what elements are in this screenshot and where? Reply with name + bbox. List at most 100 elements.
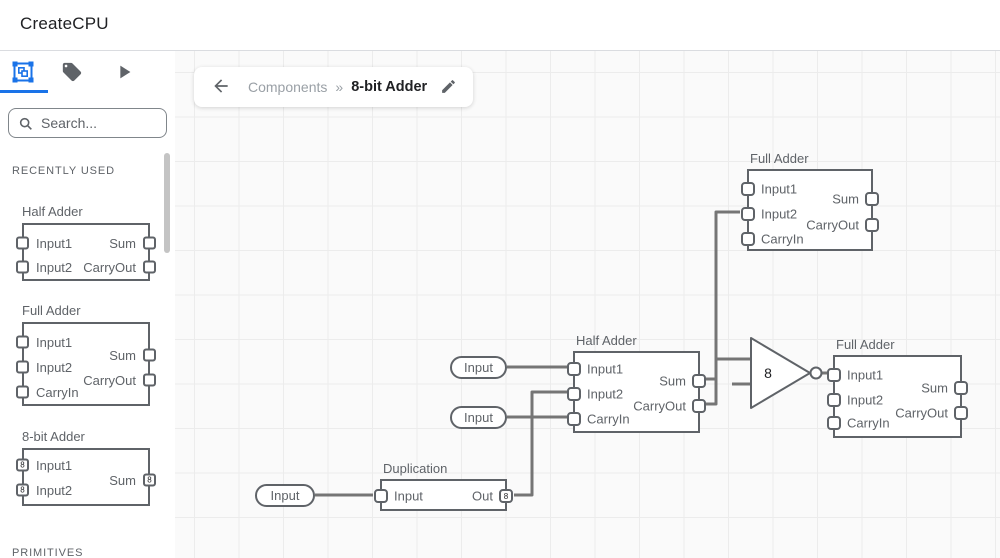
wire-duplication-to-input2[interactable] <box>514 390 568 497</box>
component-card-half-adder[interactable]: Half Adder Input1 Input2 Sum CarryOut <box>16 204 156 281</box>
port-label: Sum <box>109 235 136 251</box>
port-carryin[interactable]: CarryIn <box>741 232 804 247</box>
port-label: Input1 <box>36 235 73 251</box>
port-label: CarryOut <box>895 405 948 421</box>
component-card-full-adder[interactable]: Full Adder Input1 Input2 CarryIn Sum Car… <box>16 303 156 406</box>
app-title: CreateCPU <box>20 14 109 33</box>
port-label: Input <box>394 488 423 504</box>
port-sum[interactable]: Sum <box>921 381 968 396</box>
bus-width-badge: 8 <box>503 491 509 501</box>
port-carryin[interactable]: CarryIn <box>827 416 890 431</box>
gate-bus-width-label: 8 <box>764 365 772 381</box>
port-label: Input1 <box>587 361 624 377</box>
port-sum[interactable]: Sum <box>109 348 156 363</box>
port-input2[interactable]: 8 Input2 <box>16 483 72 498</box>
port-carryout[interactable]: CarryOut <box>895 406 968 421</box>
group-select-icon <box>12 61 36 83</box>
port-sum[interactable]: Sum <box>832 192 879 207</box>
port-sum[interactable]: Sum <box>659 374 706 389</box>
card-box: Input1 Input2 CarryIn Sum CarryOut <box>16 322 156 406</box>
bus-width-badge: 8 <box>20 460 25 470</box>
port-input1[interactable]: Input1 <box>16 335 72 350</box>
port-label: CarryIn <box>36 384 79 400</box>
breadcrumb-parent[interactable]: Components <box>248 79 328 95</box>
port-label: Input1 <box>847 367 884 383</box>
port-sum[interactable]: Sum <box>109 236 156 251</box>
port-input[interactable]: Input <box>374 489 423 504</box>
port-input2[interactable]: Input2 <box>567 387 623 402</box>
breadcrumb-current: 8-bit Adder <box>351 79 428 95</box>
node-duplication[interactable]: Duplication Input 8 Out <box>374 461 513 511</box>
breadcrumb: Components » 8-bit Adder <box>194 67 474 107</box>
port-label: Input1 <box>36 334 73 350</box>
port-label: Input2 <box>36 259 73 275</box>
pencil-icon <box>440 80 457 98</box>
inverter-bubble <box>809 366 823 380</box>
node-title: Duplication <box>383 461 448 476</box>
port-label: Input1 <box>36 457 73 473</box>
edit-name-button[interactable] <box>439 78 457 96</box>
node-full-adder-top[interactable]: Full Adder Input1 Input2 CarryIn Sum Car… <box>741 151 879 251</box>
port-label: Sum <box>921 380 948 396</box>
input-pin-label: Input <box>270 488 300 503</box>
port-input1[interactable]: 8 Input1 <box>16 458 72 473</box>
port-carryout[interactable]: CarryOut <box>806 218 879 233</box>
node-title: Half Adder <box>576 333 637 348</box>
tag-icon <box>61 61 85 83</box>
port-input2[interactable]: Input2 <box>827 393 883 408</box>
card-box: Input1 Input2 Sum CarryOut <box>16 223 156 281</box>
active-tab-indicator <box>0 90 48 93</box>
port-label: Input2 <box>761 206 798 222</box>
port-input1[interactable]: Input1 <box>741 182 797 197</box>
port-out[interactable]: 8 Out <box>472 489 513 504</box>
port-input2[interactable]: Input2 <box>16 360 72 375</box>
back-button[interactable] <box>210 76 232 98</box>
sidebar: RECENTLY USED Half Adder Input1 Input2 S… <box>0 51 176 558</box>
canvas[interactable]: 8 Components » 8-bit Adder Full Adder In… <box>175 51 1000 558</box>
section-recently-used: RECENTLY USED <box>12 165 115 177</box>
not-gate[interactable] <box>750 337 823 409</box>
port-label: CarryOut <box>633 398 686 414</box>
input-pin-2[interactable]: Input <box>450 406 507 429</box>
port-input2[interactable]: Input2 <box>16 260 72 275</box>
port-label: Sum <box>109 347 136 363</box>
port-label: Input2 <box>847 392 884 408</box>
input-pin-label: Input <box>464 410 493 425</box>
card-title: 8-bit Adder <box>22 429 85 444</box>
port-label: Out <box>472 488 493 504</box>
breadcrumb-separator: » <box>335 79 344 95</box>
port-input2[interactable]: Input2 <box>741 207 797 222</box>
input-pin-3[interactable]: Input <box>255 484 315 507</box>
input-pin-1[interactable]: Input <box>450 356 507 379</box>
tab-simulate[interactable] <box>113 60 137 84</box>
wire-riser-to-fulladder[interactable] <box>705 210 740 406</box>
port-label: CarryOut <box>806 217 859 233</box>
search-input[interactable] <box>41 111 161 135</box>
port-carryin[interactable]: CarryIn <box>567 412 630 427</box>
node-half-adder[interactable]: Half Adder Input1 Input2 CarryIn Sum Car… <box>567 333 706 433</box>
port-label: Input1 <box>761 181 798 197</box>
card-title: Full Adder <box>22 303 81 318</box>
port-label: Input2 <box>36 482 73 498</box>
port-label: Input2 <box>36 359 73 375</box>
wires-layer <box>315 210 830 497</box>
node-full-adder-right[interactable]: Full Adder Input1 Input2 CarryIn Sum Car… <box>827 337 968 438</box>
port-input1[interactable]: Input1 <box>567 362 623 377</box>
port-label: CarryIn <box>761 231 804 247</box>
bus-width-badge: 8 <box>20 485 25 495</box>
port-carryout[interactable]: CarryOut <box>633 399 706 414</box>
tab-tags[interactable] <box>61 60 85 84</box>
input-pin-label: Input <box>464 360 493 375</box>
port-input1[interactable]: Input1 <box>16 236 72 251</box>
tab-components[interactable] <box>12 60 36 84</box>
port-input1[interactable]: Input1 <box>827 368 883 383</box>
port-carryin[interactable]: CarryIn <box>16 385 79 400</box>
sidebar-scrollbar-thumb[interactable] <box>164 153 170 253</box>
port-carryout[interactable]: CarryOut <box>83 260 156 275</box>
port-carryout[interactable]: CarryOut <box>83 373 156 388</box>
node-title: Full Adder <box>750 151 809 166</box>
